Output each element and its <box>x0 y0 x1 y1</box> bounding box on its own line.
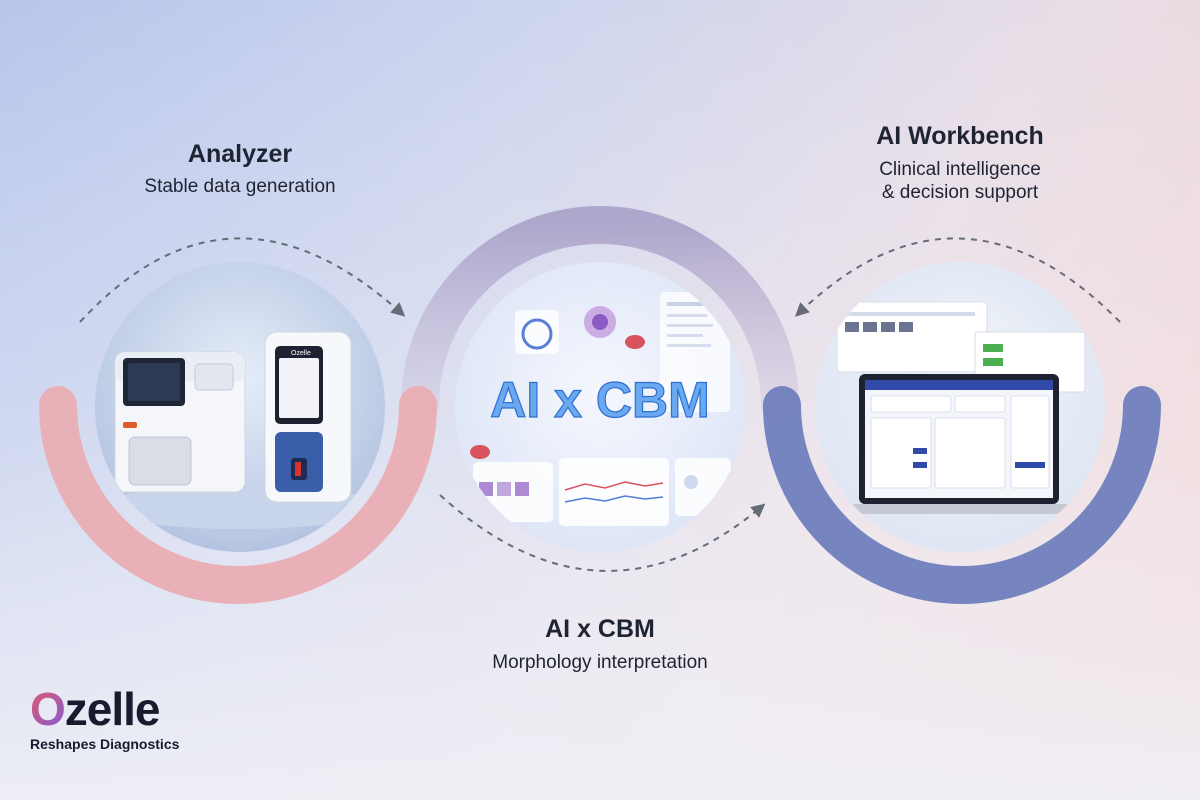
arrow-analyzer-to-cbm <box>79 237 406 323</box>
device-screen-brand: Ozelle <box>291 350 311 357</box>
brand-logo: Ozelle Reshapes Diagnostics <box>30 684 179 752</box>
brand-wordmark: Ozelle <box>30 683 161 735</box>
analyzer-image: Ozelle <box>95 262 385 552</box>
middle-band-arc <box>401 206 799 424</box>
right-band-arc <box>763 386 1161 604</box>
ai-workbench-subtitle-line2: & decision support <box>881 182 1039 203</box>
ai-cbm-hero-text: AI x CBM <box>490 372 709 428</box>
ai-cbm-title: AI x CBM <box>545 615 655 643</box>
ai-cbm-subtitle: Morphology interpretation <box>492 652 708 673</box>
ai-cbm-image: AI x CBM <box>455 262 745 552</box>
left-band-arc <box>39 386 437 604</box>
ai-workbench-title: AI Workbench <box>876 122 1044 150</box>
ai-workbench-subtitle-line1: Clinical intelligence <box>879 159 1041 180</box>
arrow-cbm-lower <box>439 494 766 572</box>
ai-workbench-image <box>815 262 1105 552</box>
arrow-workbench-to-cbm <box>794 237 1121 323</box>
analyzer-title: Analyzer <box>187 140 293 168</box>
brand-tagline: Reshapes Diagnostics <box>30 736 180 752</box>
analyzer-subtitle: Stable data generation <box>144 176 336 197</box>
